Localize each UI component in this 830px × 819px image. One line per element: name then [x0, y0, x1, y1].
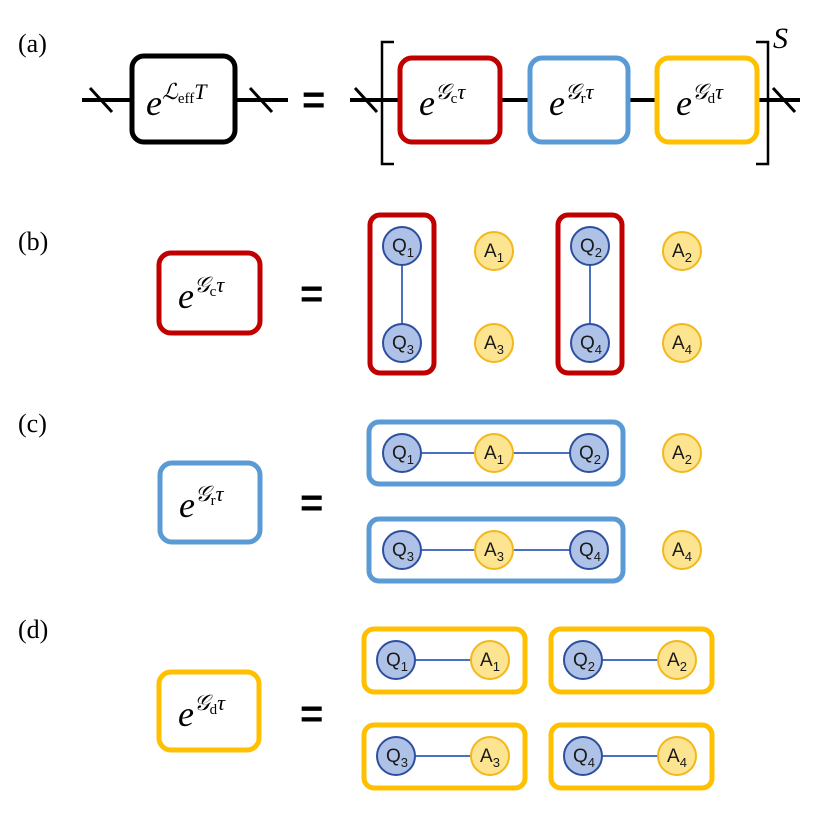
gate-r-box: e𝒢rτ — [527, 55, 631, 145]
node-a3-b: A3 — [474, 323, 514, 363]
lindbladian-symbol: ℒ — [162, 79, 179, 104]
svg-text:A1: A1 — [480, 650, 500, 674]
effective-evolution-box: eℒeffT — [129, 53, 238, 145]
svg-text:e𝒢rτ: e𝒢rτ — [179, 481, 225, 525]
node-q4-d: Q4 — [563, 736, 603, 776]
svg-text:Q4: Q4 — [573, 746, 595, 770]
svg-text:Q2: Q2 — [573, 650, 595, 674]
node-q3-b: Q3 — [382, 323, 422, 363]
equals-sign-a: = — [302, 78, 325, 122]
svg-text:Q2: Q2 — [579, 443, 601, 467]
node-q1-c: Q1 — [382, 433, 422, 473]
group-box-q2-q4 — [555, 212, 625, 376]
gate-d-box: e𝒢dτ — [654, 55, 760, 145]
node-q2-b: Q2 — [570, 226, 610, 266]
svg-text:Q1: Q1 — [392, 236, 414, 260]
node-a2-c: A2 — [662, 433, 702, 473]
node-a3-c: A3 — [474, 530, 514, 570]
node-q2-d: Q2 — [563, 640, 603, 680]
panel-label-b: (b) — [18, 227, 48, 256]
svg-text:A1: A1 — [484, 443, 504, 467]
node-q3-d: Q3 — [376, 736, 416, 776]
node-a4-c: A4 — [662, 530, 702, 570]
node-q1-b: Q1 — [382, 226, 422, 266]
svg-text:A1: A1 — [484, 241, 504, 265]
node-a1-b: A1 — [474, 231, 514, 271]
node-q3-c: Q3 — [382, 530, 422, 570]
gate-c-box-b: e𝒢cτ — [156, 250, 263, 336]
node-a4-d: A4 — [657, 736, 697, 776]
node-a1-c: A1 — [474, 433, 514, 473]
node-a3-d: A3 — [470, 736, 510, 776]
svg-text:A2: A2 — [672, 241, 692, 265]
svg-text:A3: A3 — [484, 540, 504, 564]
panel-label-c: (c) — [18, 409, 47, 438]
svg-text:Q1: Q1 — [392, 443, 414, 467]
node-a4-b: A4 — [662, 323, 702, 363]
svg-text:e𝒢cτ: e𝒢cτ — [419, 79, 466, 123]
gate-c-box: e𝒢cτ — [397, 55, 503, 145]
equals-sign-d: = — [300, 692, 323, 736]
node-a2-b: A2 — [662, 231, 702, 271]
repeat-count-symbol: S — [773, 22, 788, 55]
svg-text:eℒeffT: eℒeffT — [146, 79, 208, 123]
group-box-q1-a1-q2 — [366, 419, 626, 487]
svg-text:e𝒢dτ: e𝒢dτ — [178, 690, 226, 734]
svg-text:A2: A2 — [672, 443, 692, 467]
equals-sign-b: = — [300, 272, 323, 316]
svg-text:e𝒢rτ: e𝒢rτ — [549, 79, 595, 123]
group-box-q3-a3 — [361, 722, 528, 791]
svg-text:Q3: Q3 — [392, 540, 414, 564]
node-q4-c: Q4 — [569, 530, 609, 570]
svg-text:A4: A4 — [672, 540, 692, 564]
svg-text:A3: A3 — [484, 333, 504, 357]
panel-label-d: (d) — [18, 615, 48, 644]
svg-text:Q3: Q3 — [386, 746, 408, 770]
panel-label-a: (a) — [18, 29, 47, 58]
svg-text:A3: A3 — [480, 746, 500, 770]
svg-text:Q1: Q1 — [386, 650, 408, 674]
exp-base: e — [146, 83, 162, 123]
svg-text:Q4: Q4 — [579, 540, 601, 564]
svg-text:Q3: Q3 — [392, 333, 414, 357]
group-box-q1-a1 — [361, 626, 528, 695]
svg-text:e𝒢cτ: e𝒢cτ — [178, 272, 225, 316]
svg-text:e𝒢dτ: e𝒢dτ — [676, 79, 724, 123]
group-box-q4-a4 — [548, 722, 715, 791]
group-box-q2-a2 — [548, 626, 715, 695]
gate-d-box-d: e𝒢dτ — [156, 669, 262, 753]
left-bracket — [380, 40, 394, 166]
svg-text:Q2: Q2 — [580, 236, 602, 260]
node-a2-d: A2 — [657, 640, 697, 680]
group-box-q1-q3 — [367, 212, 437, 376]
lhs-wire — [82, 86, 288, 114]
group-box-q3-a3-q4 — [366, 516, 626, 584]
node-q4-b: Q4 — [570, 323, 610, 363]
right-bracket — [756, 40, 770, 166]
total-time-symbol: T — [194, 79, 208, 104]
rhs-wire — [350, 86, 800, 114]
lindbladian-subscript: eff — [178, 91, 194, 107]
gate-r-box-c: e𝒢rτ — [157, 460, 263, 545]
node-a1-d: A1 — [470, 640, 510, 680]
node-q1-d: Q1 — [376, 640, 416, 680]
equals-sign-c: = — [300, 481, 323, 525]
svg-text:Q4: Q4 — [580, 333, 602, 357]
svg-text:A2: A2 — [667, 650, 687, 674]
svg-text:A4: A4 — [672, 333, 692, 357]
node-q2-c: Q2 — [569, 433, 609, 473]
svg-text:A4: A4 — [667, 746, 687, 770]
